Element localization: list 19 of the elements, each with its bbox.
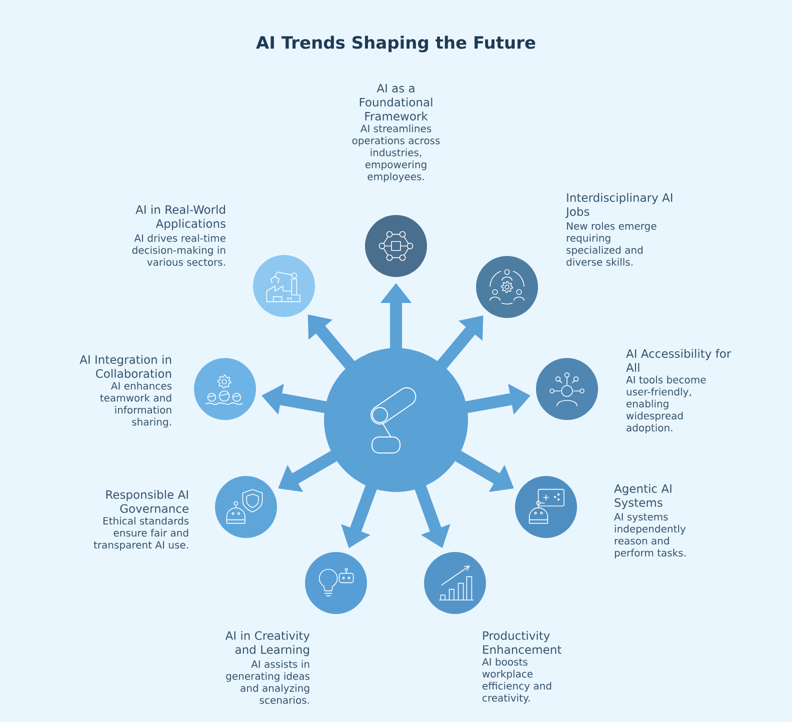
topic-heading: AI Accessibility for All [626, 349, 732, 372]
topic-heading: Agentic AI Systems [614, 484, 672, 510]
topic-heading: AI in Creativity and Learning [225, 631, 310, 656]
topic-description: AI boosts workplace efficiency and creativity. [482, 658, 552, 704]
topic-heading: Responsible AI Governance [106, 490, 188, 513]
topic-description: AI enhances teamwork and information sharing. [100, 382, 172, 428]
title: AI Trends Shaping the Future [256, 36, 536, 52]
topic-description: AI tools become user-friendly, enabling widespread adoption. [626, 376, 706, 434]
topic-description: Ethical standards ensure fair and transparent AI use. [94, 516, 189, 551]
topic-heading: AI Integration in Collaboration [80, 355, 172, 378]
topic-heading: Productivity Enhancement [483, 631, 562, 654]
topic-description: AI drives real-time decision-making in various sectors. [132, 234, 226, 266]
topic-heading: AI in Real-World Applications [136, 205, 226, 230]
topic-description: New roles emerge requiring specialized and diverse skills. [566, 222, 656, 266]
topic-description: AI systems independently reason and perform tasks. [614, 513, 686, 558]
topic-heading: Interdisciplinary AI Jobs [565, 193, 672, 218]
topic-heading: AI as a Foundational Framework [360, 84, 432, 121]
topic-description: AI assists in generating ideas and analyzing scenarios. [226, 660, 310, 704]
topic-description: AI streamlines operations across industries, empowering employees. [352, 124, 440, 182]
